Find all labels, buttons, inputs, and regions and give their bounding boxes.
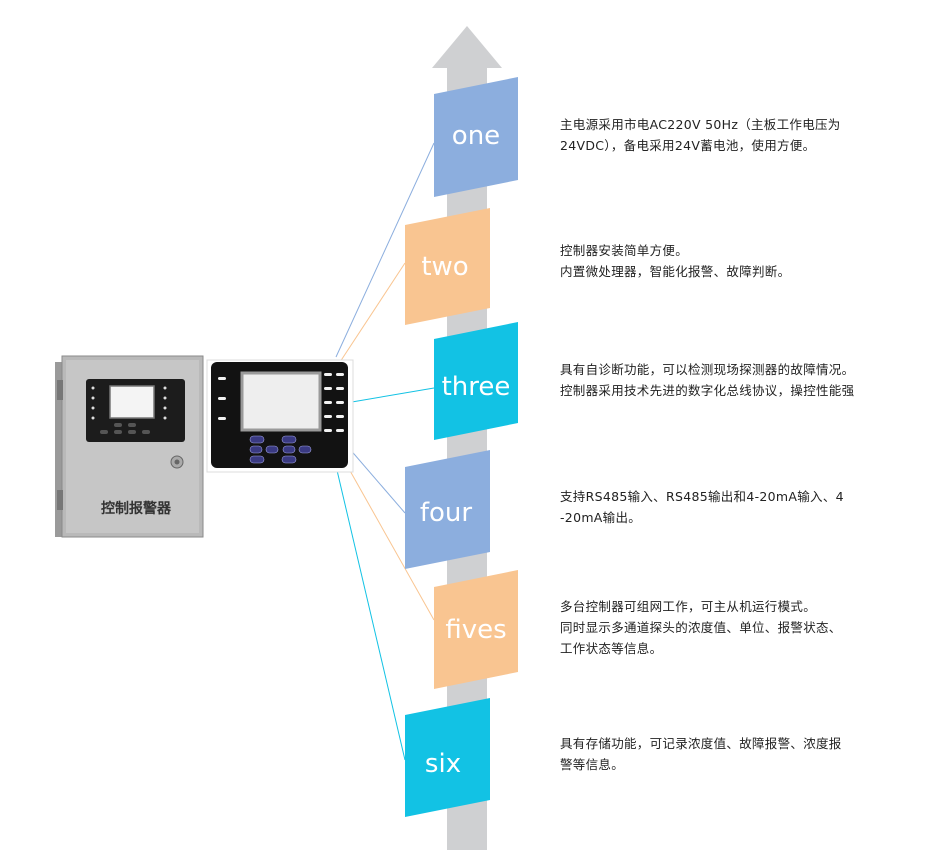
- connector-two: [339, 262, 406, 363]
- feature-text-line: 同时显示多通道探头的浓度值、单位、报警状态、: [560, 620, 842, 635]
- feature-label-three: three: [442, 372, 511, 402]
- feature-text-line: 支持RS485输入、RS485输出和4-20mA输入、4: [560, 489, 844, 504]
- cabinet-title: 控制报警器: [101, 500, 172, 517]
- panel-screen: [240, 371, 322, 432]
- feature-text-line: 控制器采用技术先进的数字化总线协议，操控性能强: [560, 383, 855, 398]
- feature-box-six: six: [405, 698, 490, 817]
- panel-indicator-leds: [218, 373, 344, 432]
- feature-text-line: 控制器安装简单方便。: [560, 243, 689, 258]
- feature-text-six: 具有存储功能，可记录浓度值、故障报警、浓度报 警等信息。: [560, 733, 865, 775]
- feature-text-two: 控制器安装简单方便。 内置微处理器，智能化报警、故障判断。: [560, 240, 865, 282]
- feature-text-line: -20mA输出。: [560, 510, 642, 525]
- feature-text-line: 多台控制器可组网工作，可主从机运行模式。: [560, 599, 817, 614]
- feature-text-one: 主电源采用市电AC220V 50Hz（主板工作电压为 24VDC），备电采用24…: [560, 114, 865, 156]
- feature-text-line: 具有自诊断功能，可以检测现场探测器的故障情况。: [560, 362, 855, 377]
- feature-text-four: 支持RS485输入、RS485输出和4-20mA输入、4 -20mA输出。: [560, 486, 865, 528]
- feature-label-one: one: [452, 121, 500, 151]
- connector-three: [345, 387, 435, 404]
- feature-box-two: two: [405, 208, 490, 325]
- feature-box-three: three: [434, 322, 518, 440]
- panel-keypad: [249, 435, 312, 464]
- feature-text-three: 具有自诊断功能，可以检测现场探测器的故障情况。 控制器采用技术先进的数字化总线协…: [560, 359, 865, 401]
- feature-label-fives: fives: [445, 615, 506, 645]
- feature-text-line: 内置微处理器，智能化报警、故障判断。: [560, 264, 791, 279]
- feature-label-two: two: [421, 252, 468, 282]
- feature-label-six: six: [425, 749, 461, 779]
- connector-six: [335, 465, 406, 761]
- connector-fives: [339, 452, 435, 621]
- feature-box-fives: fives: [434, 570, 518, 689]
- feature-text-line: 工作状态等信息。: [560, 641, 663, 656]
- feature-text-line: 24VDC），备电采用24V蓄电池，使用方便。: [560, 138, 816, 153]
- cabinet-screen: [109, 385, 155, 419]
- feature-text-line: 警等信息。: [560, 757, 625, 772]
- feature-box-four: four: [405, 450, 490, 569]
- feature-text-line: 具有存储功能，可记录浓度值、故障报警、浓度报: [560, 736, 842, 751]
- control-panel-image: [206, 359, 354, 473]
- feature-text-fives: 多台控制器可组网工作，可主从机运行模式。 同时显示多通道探头的浓度值、单位、报警…: [560, 596, 865, 659]
- feature-box-one: one: [434, 77, 518, 197]
- feature-label-four: four: [420, 498, 473, 528]
- connector-lines: [335, 142, 435, 761]
- feature-text-line: 主电源采用市电AC220V 50Hz（主板工作电压为: [560, 117, 841, 132]
- connector-one: [335, 142, 435, 358]
- cabinet-image: 控制报警器: [55, 355, 204, 538]
